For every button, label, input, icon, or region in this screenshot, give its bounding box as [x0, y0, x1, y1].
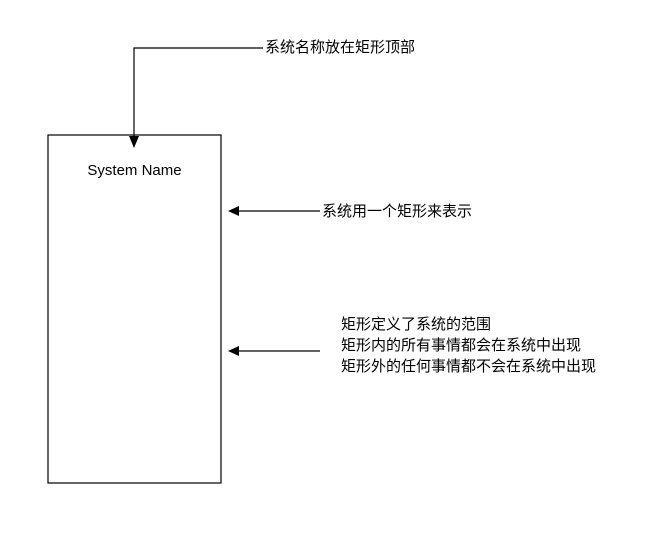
middle-arrow-head: [228, 206, 239, 216]
system-name-label: System Name: [87, 162, 182, 179]
annotation-line-scope: 矩形定义了系统的范围: [341, 315, 492, 333]
top-arrow-head: [129, 136, 139, 148]
top-arrow-line: [133, 47, 263, 138]
bottom-annotation-block: 矩形定义了系统的范围 矩形内的所有事情都会在系统中出现 矩形外的任何事情都不会在…: [341, 314, 596, 377]
system-boundary-rect[interactable]: [47, 134, 222, 484]
top-annotation-label: 系统名称放在矩形顶部: [265, 38, 416, 56]
annotation-line-outside: 矩形外的任何事情都不会在系统中出现: [341, 357, 597, 375]
annotation-line-inside: 矩形内的所有事情都会在系统中出现: [341, 336, 582, 354]
bottom-arrow-head: [228, 346, 239, 356]
middle-annotation-label: 系统用一个矩形来表示: [322, 202, 473, 220]
